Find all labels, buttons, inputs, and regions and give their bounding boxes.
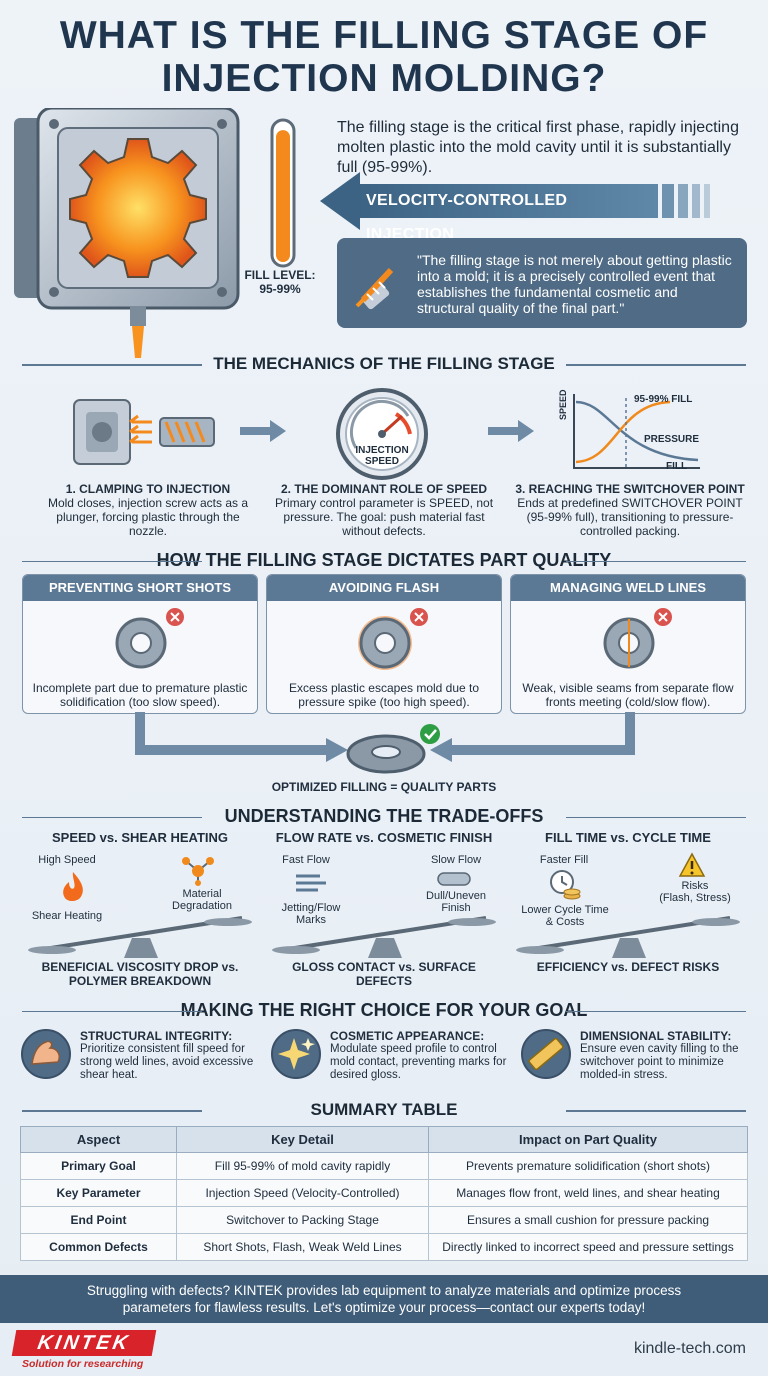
flow-lines-icon xyxy=(296,874,326,892)
tradeoff-right-label: Risks(Flash, Stress) xyxy=(659,880,731,904)
fill-level-gauge xyxy=(270,118,296,268)
fill-level-label: FILL LEVEL: 95-99% xyxy=(244,268,316,296)
column-header: Impact on Part Quality xyxy=(428,1126,748,1153)
goals-heading: MAKING THE RIGHT CHOICE FOR YOUR GOAL xyxy=(0,1000,768,1021)
clock-coins-icon xyxy=(550,870,581,900)
gear-icon xyxy=(603,608,672,669)
step-3: 3. REACHING THE SWITCHOVER POINT Ends at… xyxy=(515,482,745,538)
seesaw-balance xyxy=(272,916,496,958)
column-header: Aspect xyxy=(20,1126,177,1153)
injection-screw-icon xyxy=(355,267,394,310)
gear-icon xyxy=(115,608,184,669)
table-row: End Point Switchover to Packing Stage En… xyxy=(20,1206,748,1234)
card-short-shots: PREVENTING SHORT SHOTS Incomplete part d… xyxy=(22,574,258,714)
tradeoff-fill-cycle: FILL TIME vs. CYCLE TIME Faster Fill Low… xyxy=(510,830,746,980)
table-row: Key Parameter Injection Speed (Velocity-… xyxy=(20,1179,748,1207)
tradeoff-footer: BENEFICIAL VISCOSITY DROP vs.POLYMER BRE… xyxy=(41,960,239,988)
mechanics-heading: THE MECHANICS OF THE FILLING STAGE xyxy=(0,354,768,374)
quality-result: OPTIMIZED FILLING = QUALITY PARTS xyxy=(271,780,497,794)
step-1: 1. CLAMPING TO INJECTION Mold closes, in… xyxy=(47,482,249,538)
kintek-logo[interactable]: KINTEK xyxy=(11,1330,157,1356)
tradeoff-speed-shear: SPEED vs. SHEAR HEATING High Speed Shear… xyxy=(22,830,258,988)
warning-icon xyxy=(678,852,706,877)
molecule-icon xyxy=(182,857,214,886)
column-header: Key Detail xyxy=(176,1126,429,1153)
card-weld-lines: MANAGING WELD LINES Weak, visible seams … xyxy=(510,574,746,714)
graph-x-label: FILL xyxy=(666,461,688,472)
table-row: Common Defects Short Shots, Flash, Weak … xyxy=(20,1233,748,1261)
ruler-icon xyxy=(521,1029,571,1079)
tradeoff-left-bottom: Lower Cycle Time& Costs xyxy=(521,904,609,928)
page-title: WHAT IS THE FILLING STAGE OF INJECTION M… xyxy=(59,14,709,100)
quality-heading: HOW THE FILLING STAGE DICTATES PART QUAL… xyxy=(0,550,768,571)
converging-arrows xyxy=(135,712,635,762)
cta-banner: Struggling with defects? KINTEK provides… xyxy=(0,1275,768,1323)
optimized-gear-icon xyxy=(346,724,440,774)
seesaw-balance xyxy=(28,916,252,958)
graph-pressure-label: PRESSURE xyxy=(644,434,700,445)
speed-gauge-icon xyxy=(336,388,428,480)
graph-y-label: SPEED xyxy=(558,389,568,420)
quote-text: "The filling stage is not merely about g… xyxy=(417,252,732,316)
card-avoiding-flash: AVOIDING FLASH Excess plastic escapes mo… xyxy=(266,574,502,714)
summary-table: Aspect Key Detail Impact on Part Quality… xyxy=(20,1126,748,1261)
intro-text: The filling stage is the critical first … xyxy=(337,119,739,176)
goal-cosmetic: COSMETIC APPEARANCE: Modulate speed prof… xyxy=(270,1026,510,1090)
tradeoffs-heading: UNDERSTANDING THE TRADE-OFFS xyxy=(0,806,768,827)
quote-box: "The filling stage is not merely about g… xyxy=(337,238,747,328)
step-2: 2. THE DOMINANT ROLE OF SPEED Primary co… xyxy=(274,482,494,538)
gear-icon xyxy=(358,608,428,670)
arrow-right-icon xyxy=(240,420,286,442)
graph-top-label: 95-99% FILL xyxy=(634,394,693,405)
switchover-graph xyxy=(573,394,700,469)
arrow-right-icon xyxy=(488,420,534,442)
summary-heading: SUMMARY TABLE xyxy=(0,1100,768,1120)
clamping-illustration xyxy=(73,399,215,465)
tradeoff-footer: GLOSS CONTACT vs. SURFACE DEFECTS xyxy=(292,960,476,988)
flame-icon xyxy=(63,872,83,901)
seesaw-balance xyxy=(516,916,740,958)
table-row: Primary Goal Fill 95-99% of mold cavity … xyxy=(20,1152,748,1180)
goal-structural: STRUCTURAL INTEGRITY: Prioritize consist… xyxy=(20,1026,260,1090)
logo-tagline: Solution for researching xyxy=(22,1358,144,1370)
muscle-arm-icon xyxy=(21,1029,71,1079)
tradeoff-flow-finish: FLOW RATE vs. COSMETIC FINISH Fast Flow … xyxy=(266,830,502,988)
slow-pill-icon xyxy=(437,872,471,886)
mold-illustration xyxy=(14,108,240,358)
sparkle-icon xyxy=(271,1029,321,1079)
velocity-label: VELOCITY-CONTROLLED INJECTION xyxy=(358,184,658,243)
website-link[interactable]: kindle-tech.com xyxy=(633,1340,746,1357)
goal-dimensional: DIMENSIONAL STABILITY: Ensure even cavit… xyxy=(520,1026,754,1090)
table-header-row: Aspect Key Detail Impact on Part Quality xyxy=(20,1126,748,1153)
tradeoff-footer: EFFICIENCY vs. DEFECT RISKS xyxy=(536,960,720,974)
velocity-arrow: VELOCITY-CONTROLLED INJECTION xyxy=(320,172,740,243)
